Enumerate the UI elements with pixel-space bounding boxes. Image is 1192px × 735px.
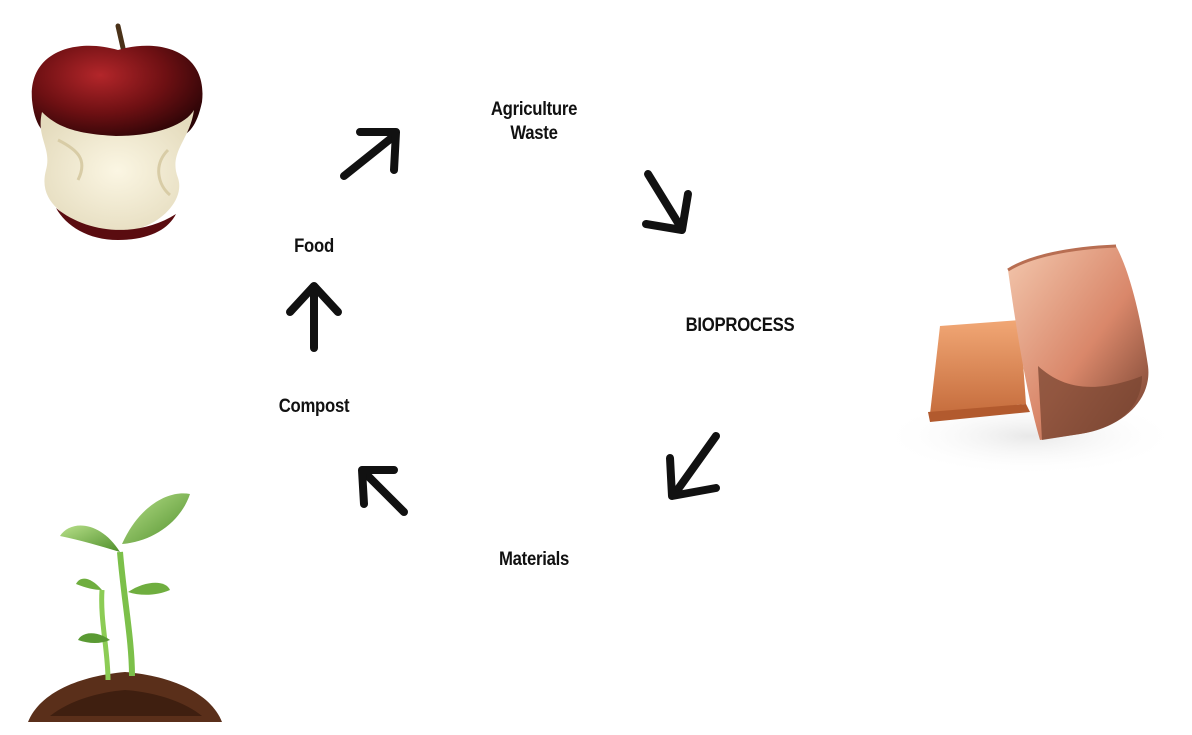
node-agriculture-waste-line-1: Agriculture — [490, 99, 578, 120]
seedling-in-soil-image — [28, 493, 222, 722]
node-agriculture-waste: Agriculture Waste — [481, 98, 587, 146]
node-bioprocess: BIOPROCESS — [685, 315, 795, 336]
arrow-bioprocess-to-materials — [666, 432, 720, 500]
arrow-materials-to-compost — [358, 466, 408, 516]
node-materials: Materials — [498, 549, 570, 570]
apple-core-image — [31, 23, 203, 240]
node-compost: Compost — [278, 396, 350, 417]
arrow-compost-to-food — [286, 282, 342, 352]
node-food: Food — [294, 236, 334, 257]
arrow-agriculture-waste-to-bioprocess — [642, 170, 692, 234]
arrow-food-to-agriculture-waste — [340, 128, 400, 180]
bio-material-blocks-image — [880, 244, 1180, 476]
node-agriculture-waste-line-2: Waste — [510, 123, 558, 144]
